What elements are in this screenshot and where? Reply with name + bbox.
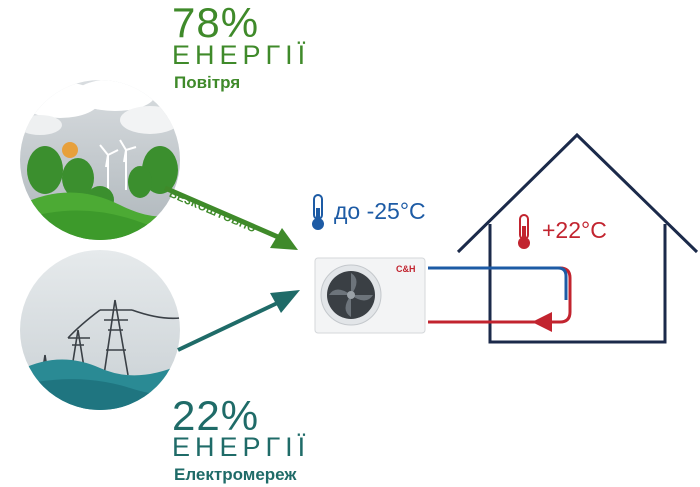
air-arrow: [164, 185, 298, 250]
indoor-temperature: +22°C: [542, 217, 607, 243]
outdoor-unit: [314, 257, 426, 334]
house-outline: [456, 132, 699, 254]
wind-turbine-icon: [99, 139, 137, 190]
sun-icon: [62, 142, 78, 158]
flow-arrow-icon: [532, 312, 552, 332]
grid-arrow: [177, 290, 300, 352]
brand-logo: C&H: [396, 264, 416, 274]
power-tower-icon: [41, 299, 180, 381]
thermometer-icon: [312, 194, 324, 230]
air-percent: 78%: [172, 0, 260, 46]
air-source-label: Повітря: [174, 73, 241, 92]
air-energy-label: ЕНЕРГІЇ: [172, 40, 311, 70]
thermometer-icon: [518, 214, 530, 249]
grid-percent: 22%: [172, 392, 260, 439]
outdoor-temperature: до -25°C: [334, 198, 426, 224]
refrigerant-pipes: [428, 266, 572, 332]
air-illustration: [20, 80, 180, 240]
grid-source-label: Електромереж: [174, 465, 297, 484]
grid-energy-label: ЕНЕРГІЇ: [172, 432, 311, 462]
grid-illustration: [20, 250, 180, 410]
